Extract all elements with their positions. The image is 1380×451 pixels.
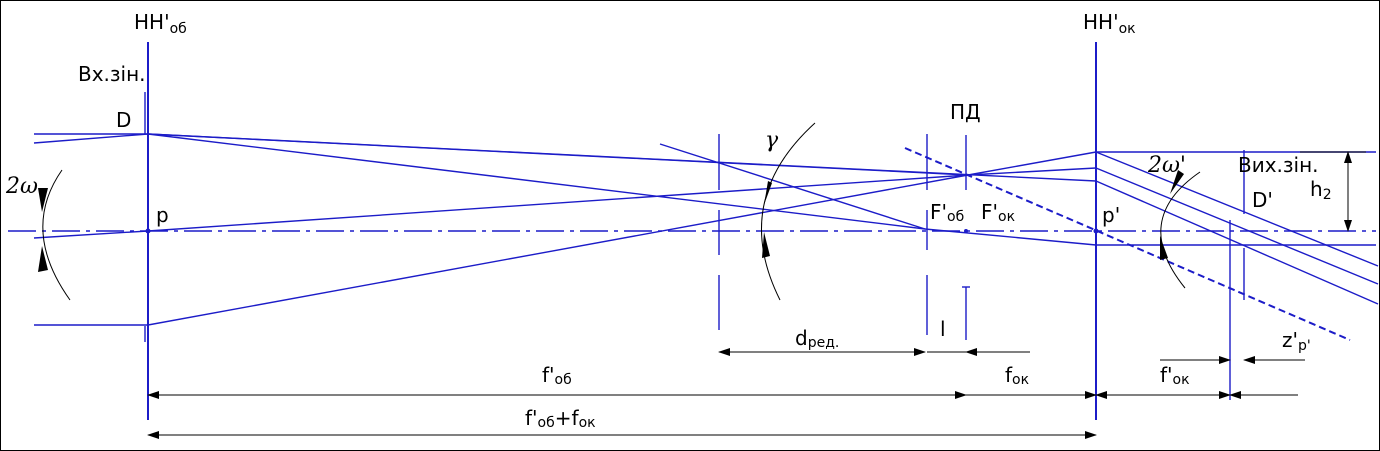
label-exit-pupil: Вих.зін. [1238,153,1319,177]
label-f-ok-prime: f'ок [1160,363,1190,388]
p-prime-point [1093,228,1099,234]
label-d-red: dред. [795,326,839,351]
label-F-obj: F'об [930,200,964,225]
ray-F-to-ok-top [967,151,1097,176]
p-point [145,228,151,234]
arc-2omega-arrow-top [38,188,48,212]
label-l: l [940,317,946,341]
ray-obj-bottom-to-F [147,174,969,326]
arc-2omega-prime-arrow-top [1170,170,1184,194]
label-p: p [156,203,169,227]
ray-F-to-ok-mid [967,167,1097,176]
ray-chief-to-F [147,174,969,232]
F-ok-point [964,229,968,233]
arc-2omega-prime [1160,171,1201,289]
label-f-ok: fок [1005,363,1029,388]
label-hh-obj: HH'об [134,10,187,37]
arc-2omega-prime-arrow-bottom [1160,236,1168,260]
label-F-ok: F'ок [981,200,1015,225]
label-hh-ok: HH'ок [1083,10,1136,37]
label-p-prime: p' [1102,203,1120,227]
ray-aux [659,143,926,230]
label-sum: f'об+fок [525,406,596,431]
ray-in-top-oblique [33,133,149,144]
label-h2: h2 [1310,177,1332,203]
ray-out-1 [1095,151,1379,267]
label-2omega-prime: 2ω' [1147,153,1186,178]
ray-out-2 [1095,167,1379,285]
chief-ray-dashed [904,147,1351,341]
ray-Fobj-to-ok [924,228,1097,246]
arc-2omega [42,169,71,301]
label-entrance-pupil: Вх.зін. [78,62,146,86]
ray-in-chief [33,230,149,239]
ray-obj-top-to-ok [147,133,1097,182]
label-D: D [116,108,131,132]
label-2omega: 2ω [5,174,38,199]
arc-2omega-arrow-bottom [38,246,48,272]
ray-out-3 [1095,180,1379,305]
label-gamma: γ [765,128,779,153]
label-f-obj: f'об [542,363,572,388]
arc-gamma-arrow-top [764,181,772,205]
label-z-p: z'p' [1282,328,1311,354]
arc-gamma-arrow-bottom [762,232,770,258]
arc-gamma [761,122,816,301]
label-D-prime: D' [1252,188,1273,212]
ray-obj-top-to-Fobj [147,133,926,230]
label-field-stop: ПД [950,100,981,124]
